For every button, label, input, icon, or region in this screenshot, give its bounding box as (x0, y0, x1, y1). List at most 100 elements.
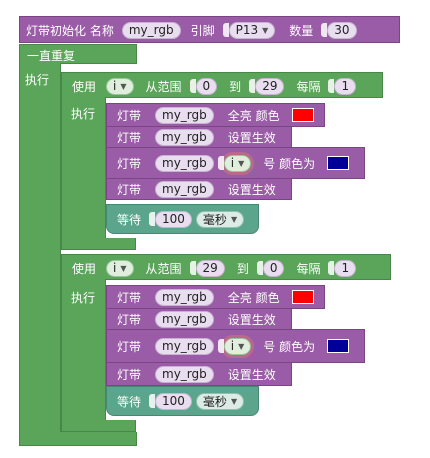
strip-name-field[interactable]: my_rgb (155, 365, 214, 383)
for-loop-2-footer (61, 420, 136, 432)
for-loop-1-header[interactable]: 使用 i▼ 从范围 0 到 29 每隔 1 (61, 72, 383, 98)
fill-action-label: 全亮 颜色 (227, 290, 280, 305)
step-field[interactable]: 1 (334, 259, 357, 277)
forever-do-label: 执行 (25, 73, 50, 87)
dropdown-arrow-icon: ▼ (120, 263, 127, 273)
dropdown-arrow-icon: ▼ (230, 214, 238, 224)
step-label: 每隔 (296, 261, 321, 276)
strip-show-block[interactable]: 灯带 my_rgb 设置生效 (106, 308, 292, 330)
strip-show-block[interactable]: 灯带 my_rgb 设置生效 (106, 362, 292, 386)
loop-var-dropdown[interactable]: i▼ (106, 259, 134, 277)
strip-name-field[interactable]: my_rgb (155, 310, 214, 328)
pin-socket-icon (222, 23, 229, 37)
strip-show-block[interactable]: 灯带 my_rgb 设置生效 (106, 178, 292, 200)
forever-label: 一直重复 (27, 49, 76, 63)
forever-block-spine (19, 63, 61, 445)
dropdown-arrow-icon: ▼ (238, 158, 245, 168)
to-socket-icon (249, 79, 256, 93)
wait-socket-icon (149, 212, 156, 226)
strip-name-field[interactable]: my_rgb (155, 288, 214, 306)
step-socket-icon (328, 79, 335, 93)
dropdown-arrow-icon: ▼ (238, 341, 245, 351)
strip-name-field[interactable]: my_rgb (121, 21, 181, 39)
strip-label: 灯带 (117, 156, 142, 171)
loop-1-do-label: 执行 (71, 107, 96, 121)
show-action-label: 设置生效 (227, 130, 276, 145)
step-field[interactable]: 1 (334, 77, 357, 95)
index-socket-icon (217, 156, 224, 170)
strip-name-field[interactable]: my_rgb (155, 106, 214, 124)
wait-value-field[interactable]: 100 (155, 210, 192, 228)
dropdown-arrow-icon: ▼ (120, 81, 127, 91)
wait-label: 等待 (117, 394, 142, 409)
strip-name-field[interactable]: my_rgb (155, 154, 214, 172)
from-label: 从范围 (145, 79, 182, 94)
show-action-label: 设置生效 (227, 367, 276, 382)
fill-color-swatch[interactable] (291, 290, 314, 304)
pin-value: P13 (235, 23, 259, 37)
to-label: 到 (236, 261, 249, 276)
pixel-index-dropdown[interactable]: i▼ (220, 151, 255, 175)
strip-label: 灯带 (117, 108, 142, 123)
strip-label: 灯带 (117, 290, 142, 305)
wait-label: 等待 (117, 212, 142, 227)
count-field[interactable]: 30 (327, 21, 357, 39)
loop-2-do-label: 执行 (71, 291, 96, 305)
strip-init-block[interactable]: 灯带初始化 名称 my_rgb 引脚 P13▼ 数量 30 (19, 16, 400, 43)
pin-dropdown[interactable]: P13▼ (228, 21, 276, 39)
show-action-label: 设置生效 (227, 182, 276, 197)
index-socket-icon (217, 339, 224, 353)
pixel-color-swatch[interactable] (327, 339, 350, 353)
loop-var-value: i (113, 261, 117, 275)
strip-set-pixel-block[interactable]: 灯带 my_rgb i▼ 号 颜色为 (106, 147, 365, 179)
wait-socket-icon (149, 394, 156, 408)
wait-unit-dropdown[interactable]: 毫秒▼ (195, 392, 245, 410)
strip-name-field[interactable]: my_rgb (155, 128, 214, 146)
step-label: 每隔 (296, 79, 321, 94)
strip-fill-block[interactable]: 灯带 my_rgb 全亮 颜色 (106, 285, 325, 309)
for-loop-1-spine (61, 97, 106, 249)
loop-var-value: i (113, 79, 117, 93)
strip-name-field[interactable]: my_rgb (155, 180, 214, 198)
wait-block[interactable]: 等待 100 毫秒▼ (106, 386, 259, 416)
strip-fill-block[interactable]: 灯带 my_rgb 全亮 颜色 (106, 103, 325, 127)
for-loop-2-header[interactable]: 使用 i▼ 从范围 29 到 0 每隔 1 (61, 254, 391, 280)
strip-label: 灯带 (117, 339, 142, 354)
wait-unit-value: 毫秒 (202, 394, 227, 409)
strip-label: 灯带 (117, 130, 142, 145)
wait-value-field[interactable]: 100 (155, 392, 192, 410)
from-socket-icon (189, 79, 196, 93)
strip-label: 灯带 (117, 367, 142, 382)
for-loop-2-spine (61, 279, 106, 431)
pixel-index-value: i (230, 339, 235, 353)
from-field[interactable]: 0 (195, 77, 218, 95)
step-socket-icon (328, 261, 335, 275)
fill-color-swatch[interactable] (291, 108, 314, 122)
to-field[interactable]: 0 (262, 259, 285, 277)
forever-block[interactable]: 一直重复 (19, 44, 137, 64)
show-action-label: 设置生效 (227, 312, 276, 327)
wait-unit-value: 毫秒 (202, 212, 227, 227)
from-socket-icon (189, 261, 196, 275)
dropdown-arrow-icon: ▼ (230, 396, 238, 406)
wait-unit-dropdown[interactable]: 毫秒▼ (195, 210, 245, 228)
wait-block[interactable]: 等待 100 毫秒▼ (106, 204, 259, 234)
pixel-color-action-label: 号 颜色为 (263, 156, 316, 171)
strip-label: 灯带 (117, 182, 142, 197)
dropdown-arrow-icon: ▼ (262, 25, 269, 35)
use-label: 使用 (72, 79, 97, 94)
strip-set-pixel-block[interactable]: 灯带 my_rgb i▼ 号 颜色为 (106, 329, 365, 363)
to-label: 到 (229, 79, 242, 94)
count-socket-icon (321, 23, 328, 37)
to-socket-icon (256, 261, 263, 275)
pixel-index-dropdown[interactable]: i▼ (220, 334, 255, 358)
strip-name-field[interactable]: my_rgb (155, 337, 214, 355)
from-field[interactable]: 29 (195, 259, 225, 277)
pixel-index-value: i (230, 156, 235, 170)
loop-var-dropdown[interactable]: i▼ (106, 77, 134, 95)
strip-init-label: 灯带初始化 名称 (26, 23, 114, 38)
pixel-color-swatch[interactable] (327, 156, 350, 170)
forever-block-footer (19, 432, 137, 446)
to-field[interactable]: 29 (255, 77, 285, 95)
strip-show-block[interactable]: 灯带 my_rgb 设置生效 (106, 126, 292, 148)
